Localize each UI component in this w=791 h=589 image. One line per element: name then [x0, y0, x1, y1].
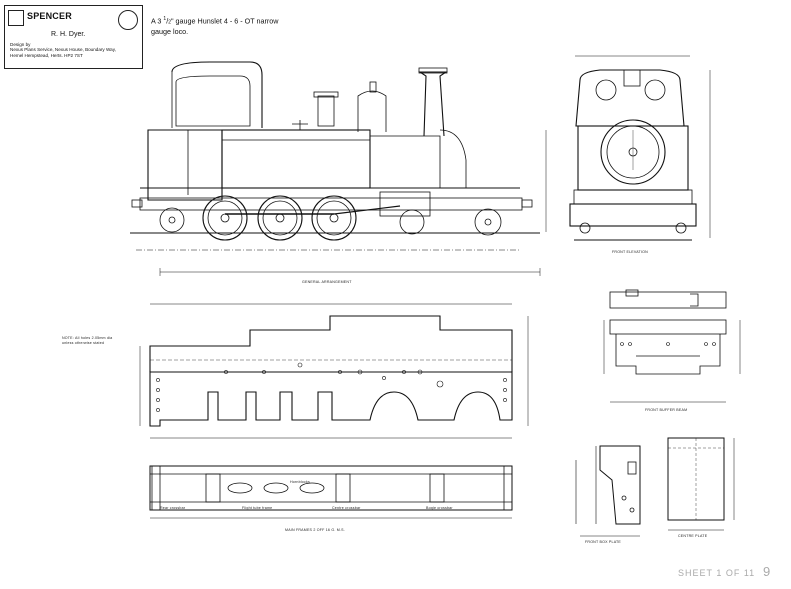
- front-buffer-beam: [603, 289, 741, 403]
- desc-prefix: A 3: [151, 16, 162, 26]
- publisher-line-1: Nexus Plans Service, Nexus House, Bounda…: [10, 47, 116, 53]
- publisher-block: Design by Nexus Plans Service, Nexus Hou…: [10, 42, 138, 58]
- sheet-label: SHEET 1 OF 11: [678, 568, 756, 578]
- loco-name: SPENCER: [27, 11, 72, 21]
- desc-suffix: " gauge Hunslet 4 - 6 - OT narrow: [170, 16, 279, 26]
- label-general-arrangement: GENERAL ARRANGEMENT: [302, 280, 352, 284]
- title-block: SPENCER R. H. Dyer. Design by Nexus Plan…: [4, 5, 143, 69]
- label-front-elevation: FRONT ELEVATION: [612, 250, 648, 254]
- publisher-line-2: Hemel Hempstead, Herts. HP2 7ST: [10, 52, 83, 58]
- label-centre-plate: CENTRE PLATE: [678, 534, 708, 538]
- label-front-box-plate: FRONT BOX PLATE: [585, 540, 622, 544]
- label-hornblocks: Hornblocks: [290, 480, 310, 484]
- note-holes: NOTE: All holes 2.05mm dia unless otherw…: [62, 336, 113, 345]
- desc-frac-num: 1: [163, 16, 167, 22]
- front-box-plate: [575, 445, 641, 537]
- sheet-number: 9: [763, 564, 771, 579]
- circle-stamp-icon: [118, 10, 138, 30]
- desc-frac-den: 2: [168, 19, 171, 26]
- label-rear-crossbar: Rear crossbar: [160, 506, 186, 510]
- front-elevation: [569, 55, 711, 241]
- label-flight-tube: Flight tube frame: [242, 506, 273, 510]
- design-by: Design by: [10, 42, 31, 47]
- logo-icon: [8, 10, 24, 26]
- centre-plate: [667, 437, 735, 531]
- drawing-description: A 3 1/2" gauge Hunslet 4 - 6 - OT narrow…: [151, 16, 279, 37]
- label-front-buffer-beam: FRONT BUFFER BEAM: [645, 408, 688, 412]
- desc-line-2: gauge loco.: [151, 27, 189, 37]
- author: R. H. Dyer.: [51, 31, 86, 38]
- main-frames: [139, 303, 529, 519]
- label-bogie-crossbar: Bogie crossbar: [426, 506, 453, 510]
- label-centre-crossbar: Centre crossbar: [332, 506, 361, 510]
- side-elevation: [130, 61, 547, 276]
- label-main-frames: MAIN FRAMES 2 OFF 16 G. M.S.: [285, 528, 345, 532]
